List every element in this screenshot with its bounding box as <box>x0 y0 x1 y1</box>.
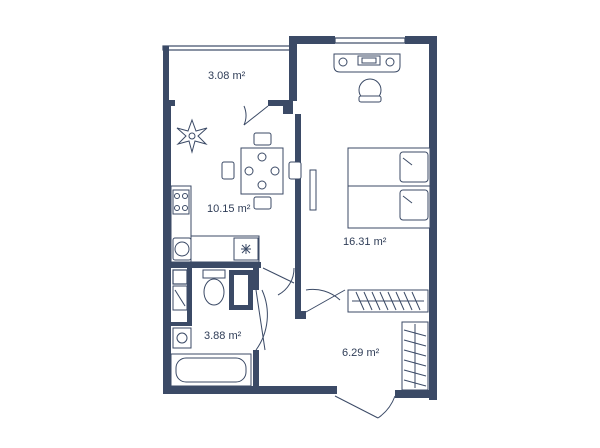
hallway-wardrobe <box>401 321 429 391</box>
balcony-area-label: 3.08 m² <box>208 70 246 82</box>
doors <box>243 105 396 419</box>
walls <box>162 36 437 400</box>
bedroom-furniture <box>309 53 431 313</box>
plant-icon <box>176 118 208 154</box>
hallway-area-label: 6.29 m² <box>342 347 380 359</box>
bathroom-area-label: 3.88 m² <box>204 330 242 342</box>
bedroom-area-label: 16.31 m² <box>343 236 387 248</box>
kitchen-area-label: 10.15 m² <box>207 203 251 215</box>
bathroom-furniture <box>170 269 252 387</box>
snowflake-icon <box>241 244 251 254</box>
kitchen-furniture <box>170 118 302 263</box>
room-labels: 3.08 m² 10.15 m² 16.31 m² 3.88 m² 6.29 m… <box>204 70 387 359</box>
